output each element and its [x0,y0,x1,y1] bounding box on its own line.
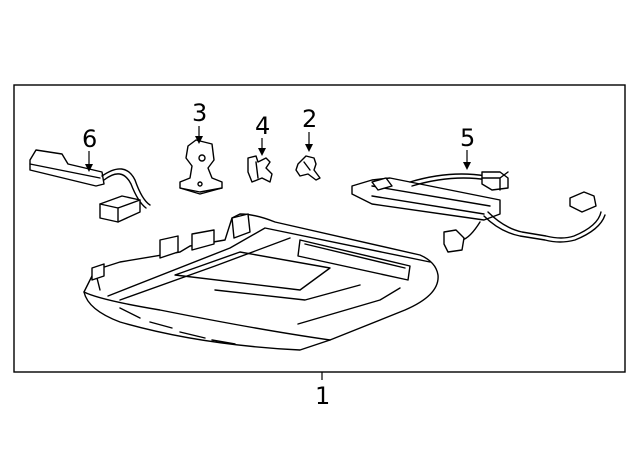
callout-number-4: 4 [255,112,271,140]
callout-number-2: 2 [302,105,318,133]
wiring-harness-6 [29,149,151,223]
callout-number-5: 5 [460,124,476,152]
callout-number-6: 6 [82,125,98,153]
callout-number-3: 3 [192,99,208,127]
diagram-frame [13,84,626,373]
overhead-console-housing [83,213,439,351]
callout-number-1: 1 [315,382,331,410]
module-harness-5 [351,171,606,253]
callout-arrows [85,126,471,172]
bracket-3 [179,139,223,195]
clip-4 [247,155,273,183]
retainer-2 [295,155,321,181]
